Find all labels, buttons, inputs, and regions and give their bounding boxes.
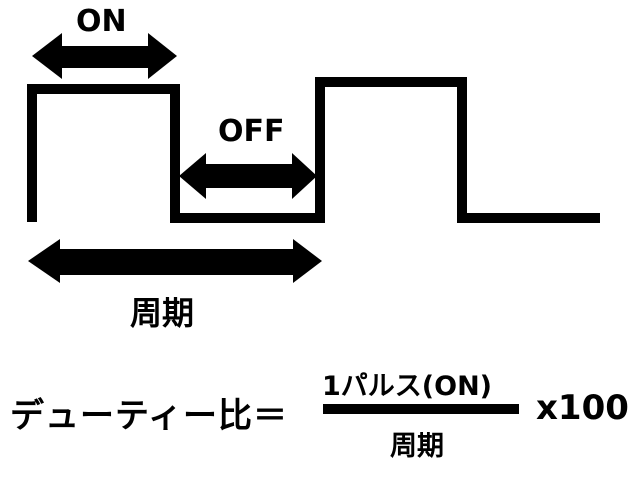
formula-numerator: 1パルス(ON) bbox=[322, 371, 493, 402]
formula-duty-ratio-label: デューティー比＝ bbox=[10, 396, 288, 436]
period-arrow bbox=[28, 239, 322, 283]
formula-multiplier: x100 bbox=[536, 388, 629, 428]
fraction-bar bbox=[323, 404, 519, 414]
off-duration-arrow bbox=[179, 153, 317, 199]
on-duration-arrow bbox=[32, 33, 177, 79]
on-label: ON bbox=[76, 4, 127, 39]
formula-denominator: 周期 bbox=[390, 431, 444, 462]
square-wave-signal bbox=[27, 77, 600, 223]
off-label: OFF bbox=[218, 114, 285, 149]
period-label: 周期 bbox=[130, 294, 195, 332]
